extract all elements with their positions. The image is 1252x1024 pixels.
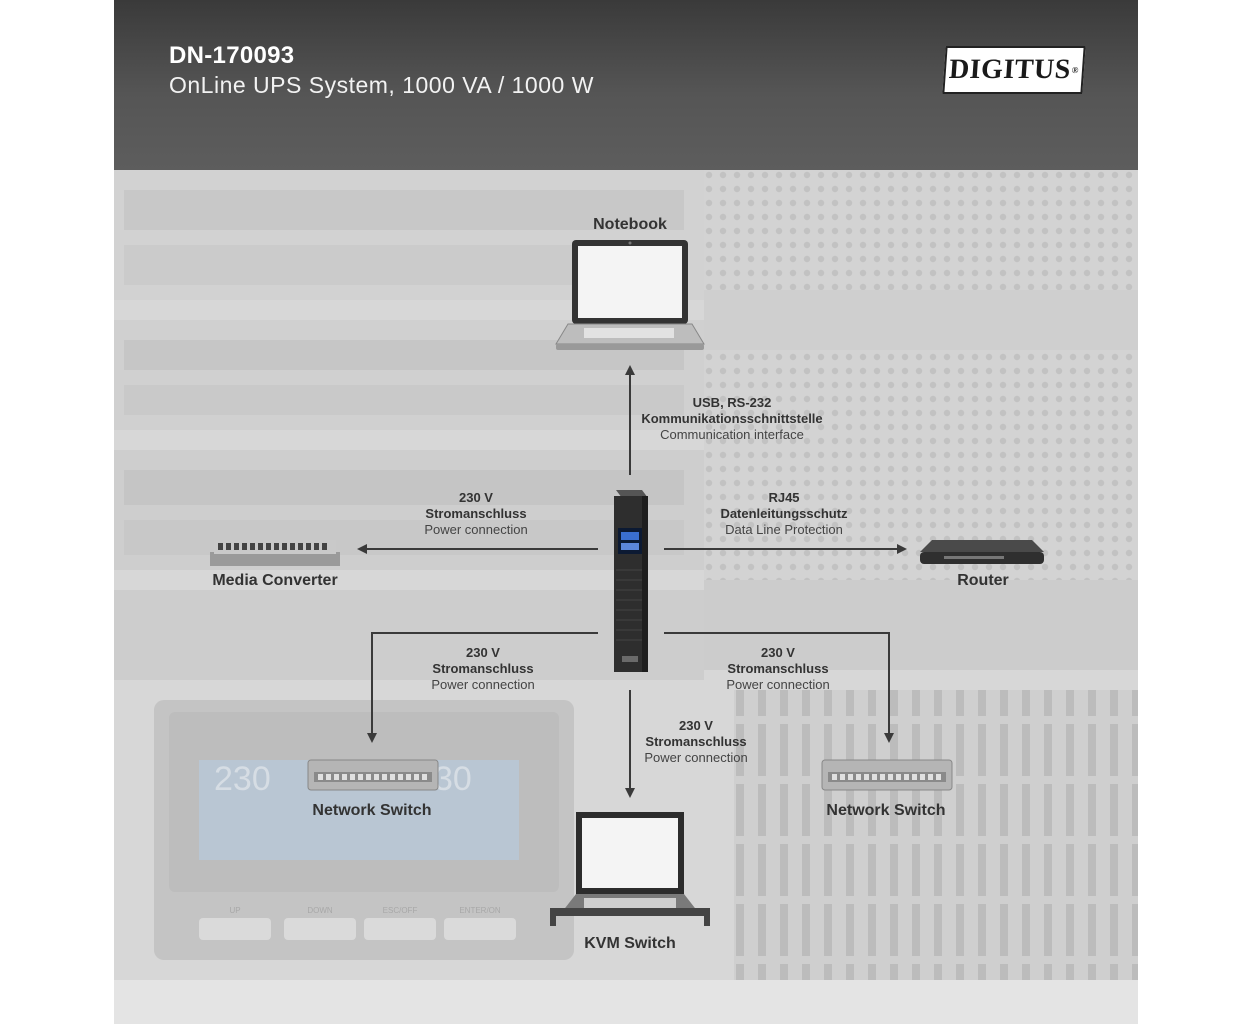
device-label-notebook: Notebook [570, 216, 690, 234]
connection-right-line3: Data Line Protection [704, 522, 864, 538]
connection-label-bottom: 230 V Stromanschluss Power connection [626, 718, 766, 766]
device-label-media-converter: Media Converter [195, 572, 355, 590]
device-label-network-switch-left: Network Switch [292, 802, 452, 820]
connection-label-left: 230 V Stromanschluss Power connection [406, 490, 546, 538]
connection-label-lower-right: 230 V Stromanschluss Power connection [708, 645, 848, 693]
media-converter-icon [210, 540, 340, 566]
connection-lower-left-line3: Power connection [413, 677, 553, 693]
connection-right-line1: RJ45 [704, 490, 864, 506]
device-label-kvm-switch: KVM Switch [555, 935, 705, 953]
diagram-canvas: 230 30 DN-170093 OnLine UPS System, 1000… [114, 0, 1138, 1024]
connection-label-top: USB, RS-232 Kommunikationsschnittstelle … [632, 395, 832, 443]
connection-label-right: RJ45 Datenleitungsschutz Data Line Prote… [704, 490, 864, 538]
connection-label-lower-left: 230 V Stromanschluss Power connection [413, 645, 553, 693]
connection-lower-right-line2: Stromanschluss [708, 661, 848, 677]
kvm-switch-icon [550, 812, 710, 926]
device-label-router: Router [933, 572, 1033, 590]
connection-top-line2: Kommunikationsschnittstelle [632, 411, 832, 427]
connection-left-line1: 230 V [406, 490, 546, 506]
connection-lower-right-line1: 230 V [708, 645, 848, 661]
router-icon [920, 540, 1044, 564]
connection-right-line2: Datenleitungsschutz [704, 506, 864, 522]
connection-left-line3: Power connection [406, 522, 546, 538]
connection-lower-right-line3: Power connection [708, 677, 848, 693]
connection-bottom-line2: Stromanschluss [626, 734, 766, 750]
notebook-icon [556, 240, 704, 350]
network-switch-left-icon [308, 760, 438, 790]
connection-diagram [114, 0, 1138, 1024]
connection-lower-left-line1: 230 V [413, 645, 553, 661]
device-label-network-switch-right: Network Switch [806, 802, 966, 820]
ups-tower-icon [614, 490, 648, 672]
connection-top-line3: Communication interface [632, 427, 832, 443]
network-switch-right-icon [822, 760, 952, 790]
connection-bottom-line3: Power connection [626, 750, 766, 766]
connection-lower-left-line2: Stromanschluss [413, 661, 553, 677]
connection-top-line1: USB, RS-232 [632, 395, 832, 411]
connection-left-line2: Stromanschluss [406, 506, 546, 522]
connection-bottom-line1: 230 V [626, 718, 766, 734]
